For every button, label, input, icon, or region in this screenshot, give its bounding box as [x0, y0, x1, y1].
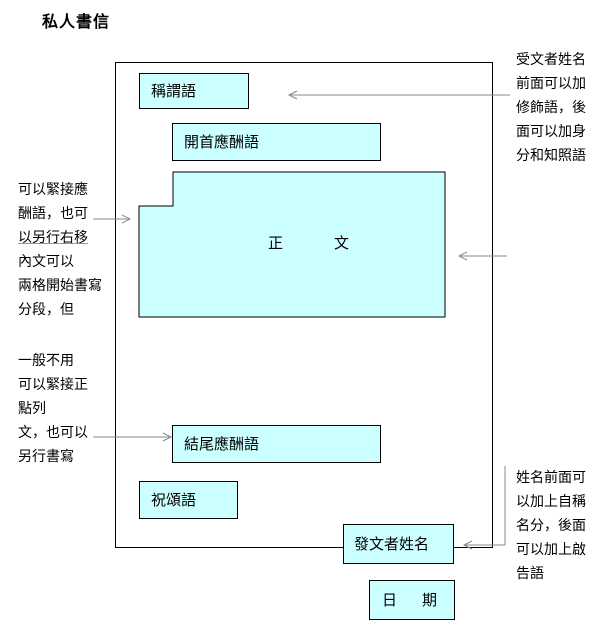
opening-greeting-label: 開首應酬語	[184, 132, 260, 151]
arrowhead-sender	[462, 540, 473, 550]
note-indentation: 可以緊接應 酬語，也可 以另行右移 內文可以 兩格開始書寫 分段，但	[18, 182, 102, 318]
page-title: 私人書信	[42, 12, 111, 31]
arrowhead-indent	[121, 214, 132, 224]
salutation-label: 稱謂語	[151, 81, 197, 100]
closing-greeting-box: 結尾應酬語	[172, 425, 381, 463]
note-sender-name: 姓名前面可 以加上自稱 名分，後面 可以加上啟 告語	[516, 470, 586, 582]
arrowhead-closing	[162, 432, 173, 442]
blessing-box: 祝頌語	[139, 481, 238, 519]
closing-greeting-label: 結尾應酬語	[184, 434, 260, 453]
note-usually: 一般不用 可以緊接正 點列 文，也可以 另行書寫	[18, 353, 88, 465]
sender-name-box: 發文者姓名	[343, 524, 454, 564]
arrowhead-body	[457, 251, 468, 261]
body-label-right: 文	[334, 234, 350, 252]
date-label-right: 期	[422, 590, 438, 609]
salutation-box: 稱謂語	[139, 73, 249, 109]
blessing-label: 祝頌語	[151, 490, 197, 509]
date-box: 日 期	[369, 580, 455, 620]
arrowhead-salutation	[287, 90, 298, 100]
sender-name-label: 發文者姓名	[354, 534, 430, 553]
opening-greeting-box: 開首應酬語	[172, 123, 381, 161]
note-recipient-name: 受文者姓名 前面可以加 修飾語，後 面可以加身 分和知照語	[516, 52, 586, 164]
date-label-left: 日	[382, 590, 398, 609]
body-label-left: 正	[268, 234, 284, 252]
